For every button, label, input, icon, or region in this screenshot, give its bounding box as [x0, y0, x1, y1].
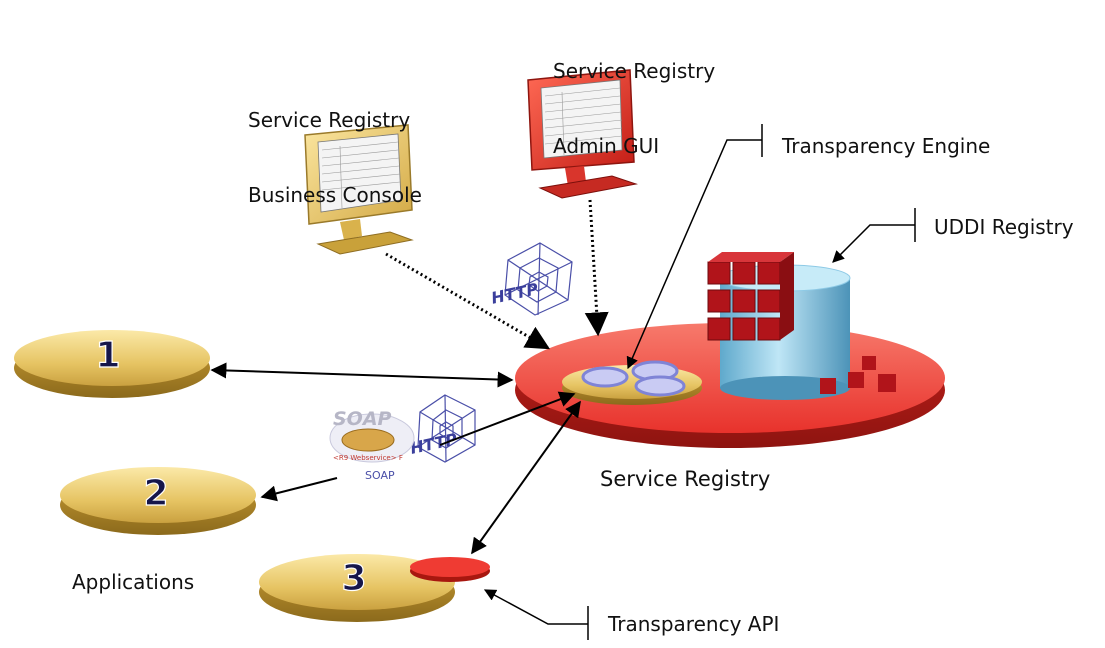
business-console-label-line-1: Service Registry [248, 108, 411, 132]
http-web-icon-top [504, 242, 573, 316]
http-label-bottom: HTTP [409, 429, 459, 457]
admin-gui-label-line-2: Admin GUI [553, 134, 660, 158]
app-number-2: 2 [143, 473, 168, 514]
app2-connector [260, 477, 338, 502]
transparency-api-label: Transparency API [608, 612, 780, 636]
transparency-api-leader [483, 589, 588, 625]
business-console-label-line-2: Business Console [248, 183, 422, 207]
http-label-top: HTTP [490, 279, 540, 307]
admin-gui-label-line-1: Service Registry [553, 59, 716, 83]
admin-gui-label: Service Registry Admin GUI [553, 9, 715, 184]
service-registry-label: Service Registry [600, 467, 771, 491]
transparency-engine-disk [562, 360, 702, 405]
admin-gui-connector [584, 199, 609, 337]
applications-label: Applications [72, 570, 195, 594]
business-console-connector [385, 252, 551, 350]
business-console-label: Service Registry Business Console [248, 58, 422, 233]
transparency-api-disk [410, 557, 490, 582]
business-console-monitor-icon [304, 124, 414, 255]
app-number-3: 3 [341, 558, 366, 599]
app1-connector [210, 362, 514, 388]
soap-small-text: <R9 Webservice> F [333, 454, 403, 462]
application-disk-2 [60, 467, 256, 535]
gears-icon [581, 360, 686, 397]
transparency-engine-leader [626, 139, 762, 370]
transparency-engine-label: Transparency Engine [782, 134, 991, 158]
application-disk-1 [14, 330, 210, 398]
app-number-1: 1 [95, 335, 120, 376]
soap-icon [329, 413, 415, 463]
uddi-registry-label: UDDI Registry [934, 215, 1074, 239]
connectors [210, 124, 916, 640]
app3-connector [471, 400, 581, 555]
admin-gui-monitor-icon [527, 69, 638, 199]
application-disk-3 [259, 554, 455, 622]
soap-caption: SOAP [365, 469, 395, 482]
uddi-registry-leader [832, 224, 915, 263]
registry-cubes-icon [707, 252, 896, 394]
soap-title: SOAP [333, 408, 392, 430]
